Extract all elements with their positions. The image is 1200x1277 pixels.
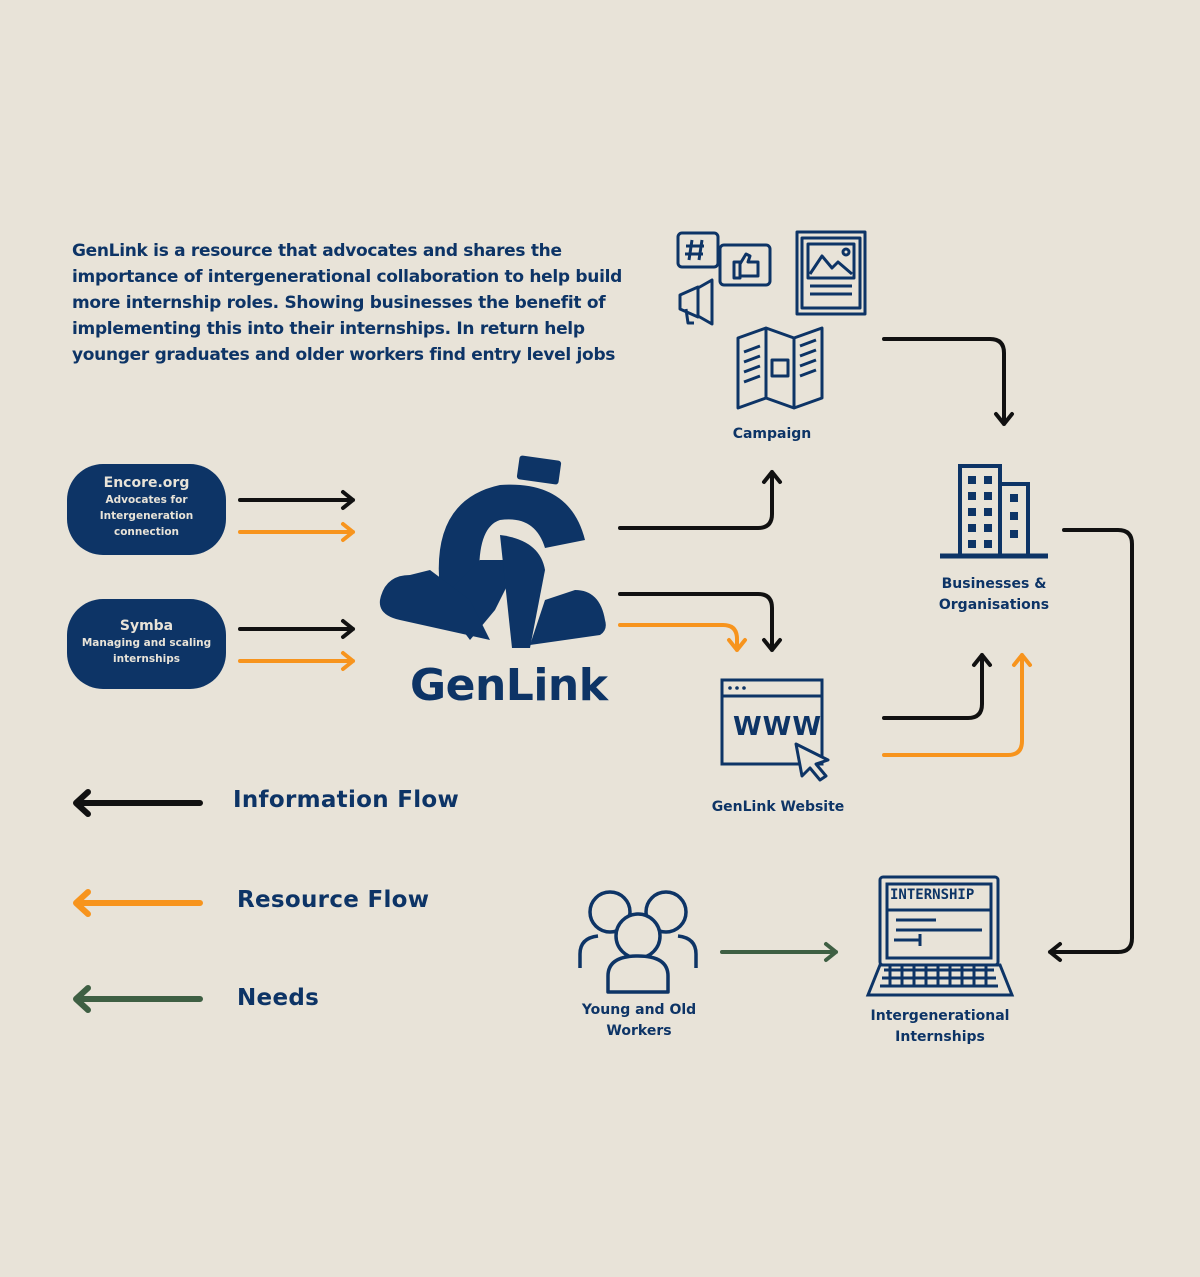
legend-resource-arrow (73, 889, 203, 917)
workers-label: Young and Old Workers (581, 1002, 697, 1039)
businesses-icon (940, 464, 1048, 559)
brand-name: GenLink (410, 660, 608, 711)
genlink-logo-icon (379, 455, 606, 648)
partner-subtitle: Advocates for Intergeneration connection (99, 494, 194, 538)
symba-info-arrow (238, 619, 355, 639)
internship-icon-text: INTERNSHIP (890, 887, 975, 903)
partner-subtitle: Managing and scaling internships (81, 637, 212, 665)
campaign-to-businesses-arrow (882, 337, 1014, 426)
campaign-label: Campaign (732, 426, 812, 442)
partner-title: Symba (119, 618, 174, 634)
internships-label: Intergenerational Internships (870, 1008, 1010, 1045)
genlink-to-campaign-arrow (618, 470, 782, 530)
genlink-to-website-resource-arrow (618, 623, 747, 652)
genlink-to-website-info-arrow (618, 592, 782, 652)
businesses-to-internships-arrow (1048, 528, 1134, 962)
symba-resource-arrow (238, 651, 355, 671)
partner-symba: Symba Managing and scaling internships (67, 599, 226, 689)
legend-needs-label: Needs (237, 985, 320, 1011)
website-label: GenLink Website (711, 799, 845, 815)
encore-info-arrow (238, 490, 355, 510)
legend-resource-label: Resource Flow (237, 887, 430, 913)
website-to-businesses-resource-arrow (882, 653, 1032, 757)
partner-title: Encore.org (103, 475, 190, 491)
website-icon-text: WWW (733, 712, 823, 742)
campaign-icon (676, 230, 867, 410)
workers-to-internships-arrow (720, 942, 838, 962)
website-icon (720, 678, 830, 782)
website-to-businesses-info-arrow (882, 653, 992, 720)
businesses-label: Businesses & Organisations (938, 576, 1050, 613)
legend-info-label: Information Flow (233, 787, 460, 813)
workers-icon (578, 890, 698, 994)
intro-description: GenLink is a resource that advocates and… (72, 241, 623, 365)
partner-encore: Encore.org Advocates for Intergeneration… (67, 464, 226, 555)
legend-needs-arrow (73, 985, 203, 1013)
encore-resource-arrow (238, 522, 355, 542)
internship-laptop-icon (865, 875, 1015, 997)
legend-info-arrow (73, 789, 203, 817)
